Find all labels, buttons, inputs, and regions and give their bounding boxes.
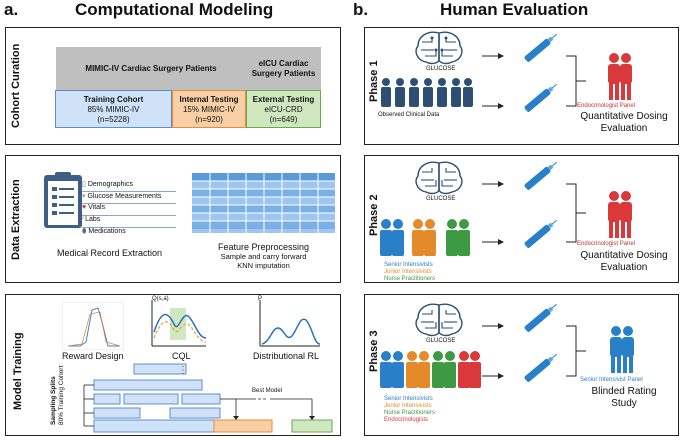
feature-line2: KNN imputation xyxy=(237,261,290,270)
document-icon: ▯ xyxy=(82,181,86,188)
record-item: ▾ Glucose Measurements xyxy=(82,192,176,204)
senior-intensivist-panel-icon xyxy=(608,325,636,375)
clipboard-icon xyxy=(42,170,84,230)
record-item: ⬮ Medications xyxy=(82,228,176,239)
record-item-label: Glucose Measurements xyxy=(87,193,162,200)
external-testing-box: External Testing eICU-CRD (n=649) xyxy=(246,90,321,128)
cql-label: CQL xyxy=(172,351,191,361)
training-cohort-title: Training Cohort xyxy=(83,95,144,104)
phase3-group-endo: Endocrinologists xyxy=(384,417,429,423)
cohort-curation-label: Cohort Curation xyxy=(10,43,22,128)
training-cohort-box: Training Cohort 85% MIMIC-IV (n=5228) xyxy=(55,90,172,128)
all-clinicians-group-icon xyxy=(378,350,482,390)
record-item-label: Labs xyxy=(85,216,101,223)
phase1-result: Quantitative Dosing Evaluation xyxy=(572,111,676,135)
heart-icon: ♥ xyxy=(82,204,87,211)
splits-line1: Sampling Splits xyxy=(50,376,57,425)
phase2-result-line2: Evaluation xyxy=(600,262,648,273)
dist-rl-label: Distributional RL xyxy=(253,351,320,361)
phase3-group-junior: Junior Intensivists xyxy=(384,403,432,409)
right-section-title: Human Evaluation xyxy=(440,0,589,19)
glucose-label-p1: GLUCOSE xyxy=(426,66,456,72)
record-item: ♥ Vitals xyxy=(82,204,176,216)
phase3-result: Blinded Rating Study xyxy=(572,386,676,410)
feature-grid xyxy=(192,173,335,233)
left-section-title: Computational Modeling xyxy=(75,0,274,19)
phase2-result: Quantitative Dosing Evaluation xyxy=(572,250,676,274)
external-testing-title: External Testing xyxy=(252,95,315,104)
clinician-group-icon xyxy=(378,218,478,258)
record-list: ▯ Demographics ▾ Glucose Measurements ♥ … xyxy=(82,180,176,238)
glucose-drop-icon: ▾ xyxy=(82,193,86,200)
record-item-label: Vitals xyxy=(88,204,106,211)
phase2-flow xyxy=(478,160,588,270)
internal-testing-title: Internal Testing xyxy=(179,95,239,104)
phase3-panel-label: Senior Intensivist Panel xyxy=(580,377,643,383)
training-cohort-line2: (n=5228) xyxy=(97,115,130,124)
eicu-header-text: eICU Cardiac Surgery Patients xyxy=(251,58,316,78)
observed-data-label: Observed Clinical Data xyxy=(378,112,440,118)
pill-icon: ⬮ xyxy=(82,228,87,235)
mimic-header-text: MIMIC-IV Cardiac Surgery Patients xyxy=(85,63,217,73)
dist-rl-chart xyxy=(256,298,322,350)
record-item: ▯ Demographics xyxy=(82,180,176,192)
glucose-label-p2: GLUCOSE xyxy=(426,196,456,202)
sampling-splits-diagram xyxy=(60,362,340,434)
internal-testing-line2: (n=920) xyxy=(195,115,223,124)
eicu-header: eICU Cardiac Surgery Patients xyxy=(246,47,321,90)
cql-chart xyxy=(148,298,208,350)
phase2-group-junior: Junior Intensivists xyxy=(384,269,432,275)
reward-design-label: Reward Design xyxy=(62,351,124,361)
brain-circuit-icon xyxy=(412,302,466,338)
internal-testing-box: Internal Testing 15% MIMIC-IV (n=920) xyxy=(172,90,246,128)
record-item-label: Demographics xyxy=(87,181,133,188)
cql-axis-label: Q(s,a) xyxy=(152,296,169,302)
record-caption: Medical Record Extraction xyxy=(57,248,163,258)
phase2-result-line1: Quantitative Dosing xyxy=(580,250,668,261)
reward-chart xyxy=(62,302,124,350)
phase1-panel-label: Endocrinologist Panel xyxy=(577,103,636,109)
brain-circuit-icon xyxy=(412,160,466,196)
phase3-result-line1: Blinded Rating xyxy=(591,386,657,397)
internal-testing-line1: 15% MIMIC-IV xyxy=(182,105,235,114)
brain-circuit-icon xyxy=(412,30,466,66)
phase3-group-nurse: Nurse Practitioners xyxy=(384,410,436,416)
phase1-result-line2: Evaluation xyxy=(600,123,648,134)
phase1-result-line1: Quantitative Dosing xyxy=(580,111,668,122)
left-section-letter: a. xyxy=(4,0,19,19)
patient-group-icon xyxy=(378,77,474,109)
phase2-group-nurse: Nurse Practitioners xyxy=(384,276,436,282)
data-extraction-label: Data Extraction xyxy=(10,179,22,260)
training-cohort-line1: 85% MIMIC-IV xyxy=(87,105,140,114)
glucose-label-p3: GLUCOSE xyxy=(426,338,456,344)
feature-line1: Sample and carry forward xyxy=(220,252,307,261)
record-item-label: Medications xyxy=(88,228,126,235)
phase3-group-senior: Senior Intensivists xyxy=(384,396,433,402)
phase2-group-senior: Senior Intensivists xyxy=(384,262,433,268)
external-testing-line1: eICU-CRD xyxy=(264,105,303,114)
record-item: ∕ Labs xyxy=(82,216,176,228)
endocrinologist-panel-icon xyxy=(606,52,634,102)
test-tube-icon: ∕ xyxy=(82,216,84,223)
phase3-result-line2: Study xyxy=(611,398,637,409)
feature-preprocessing-text: Feature Preprocessing Sample and carry f… xyxy=(192,242,335,270)
model-training-label: Model Training xyxy=(12,332,24,410)
phase2-panel-label: Endocrinologist Panel xyxy=(577,241,636,247)
best-model-label: Best Model xyxy=(252,388,283,394)
dist-axis-label: P xyxy=(258,296,263,302)
phase3-flow xyxy=(478,302,588,412)
endocrinologist-panel-icon xyxy=(606,190,634,240)
external-testing-line2: (n=649) xyxy=(269,115,298,124)
mimic-header: MIMIC-IV Cardiac Surgery Patients xyxy=(56,47,246,90)
phase1-flow xyxy=(478,30,588,130)
feature-title: Feature Preprocessing xyxy=(217,242,310,252)
ellipsis-dots: ⋮ xyxy=(178,365,188,376)
phase1-panel xyxy=(364,27,679,145)
right-section-letter: b. xyxy=(353,0,369,19)
